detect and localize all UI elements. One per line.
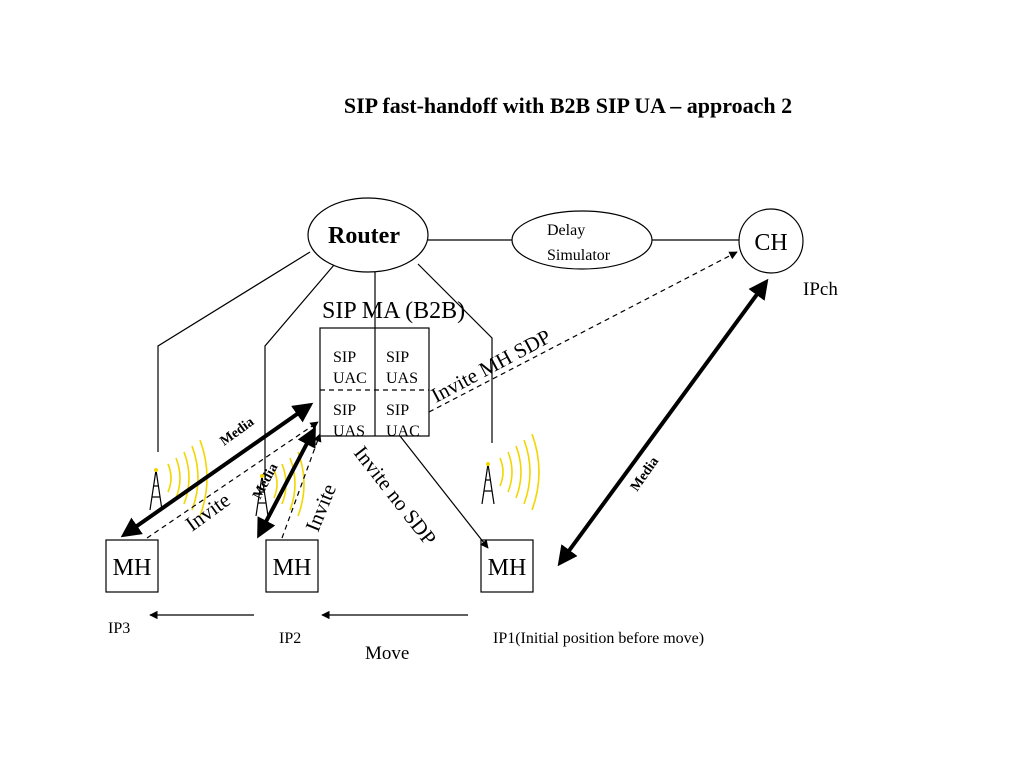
router-tower-right-link bbox=[417, 263, 493, 443]
sip-cell-top-right-line2: UAS bbox=[386, 370, 418, 387]
invite-no-sdp-arrow bbox=[399, 435, 489, 549]
move-label: Move bbox=[365, 643, 409, 664]
mh-left-label: MH bbox=[113, 555, 152, 581]
delay-simulator-label-line2: Simulator bbox=[547, 247, 611, 264]
sip-cell-top-left-line1: SIP bbox=[333, 349, 356, 366]
invite-middle-label: Invite bbox=[300, 480, 341, 534]
mh-left-box bbox=[105, 539, 159, 593]
ipch-label: IPch bbox=[803, 279, 838, 300]
sip-cell-bottom-right-line1: SIP bbox=[386, 402, 409, 419]
mh-right-box bbox=[480, 539, 534, 593]
sip-cell-top-right-line1: SIP bbox=[386, 349, 409, 366]
media-middle-arrow bbox=[257, 426, 316, 539]
mh-middle-label: MH bbox=[273, 555, 312, 581]
router-label: Router bbox=[328, 223, 400, 249]
ip2-label: IP2 bbox=[279, 630, 301, 647]
mh-right-label: MH bbox=[488, 555, 527, 581]
diagram-title: SIP fast-handoff with B2B SIP UA – appro… bbox=[344, 93, 792, 118]
invite-no-sdp-label: Invite no SDP bbox=[349, 441, 441, 550]
ch-node bbox=[738, 208, 804, 274]
media-right-arrow bbox=[557, 278, 769, 567]
router-node bbox=[307, 197, 429, 273]
mh-middle-box bbox=[265, 539, 319, 593]
ip1-label: IP1(Initial position before move) bbox=[493, 630, 704, 647]
delay-simulator-label-line1: Delay bbox=[547, 222, 585, 239]
antenna-tower-icon bbox=[481, 433, 540, 511]
sip-ma-label: SIP MA (B2B) bbox=[322, 298, 465, 324]
sip-cell-bottom-left-line2: UAS bbox=[333, 423, 365, 440]
invite-left-label: Invite bbox=[181, 488, 235, 536]
sip-cell-top-left-line2: UAC bbox=[333, 370, 367, 387]
invite-mh-sdp-arrow bbox=[428, 251, 738, 413]
sip-cell-bottom-right-line2: UAC bbox=[386, 423, 420, 440]
sip-cell-bottom-left-line1: SIP bbox=[333, 402, 356, 419]
ip3-label: IP3 bbox=[108, 620, 130, 637]
ch-label: CH bbox=[754, 230, 787, 256]
